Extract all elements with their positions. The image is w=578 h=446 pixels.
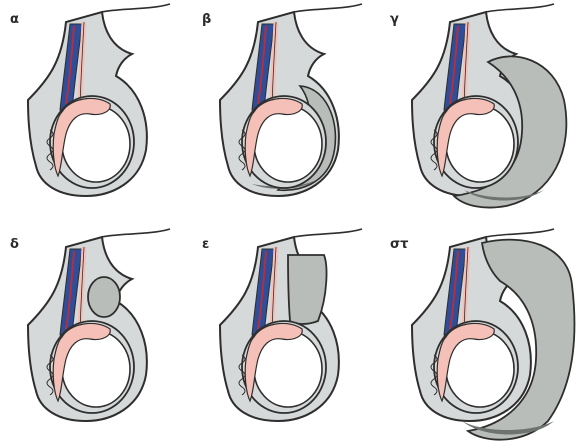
panel-delta: δ <box>0 225 192 446</box>
panel-label-stigma-tau: στ <box>390 237 408 252</box>
panel-gamma: γ <box>384 0 578 218</box>
illustration-svg <box>0 0 192 218</box>
panel-label-epsilon: ε <box>202 237 209 252</box>
illustration-svg <box>192 225 384 446</box>
funicular-fluid <box>288 255 326 324</box>
panel-label-alpha: α <box>10 12 19 27</box>
illustration-svg <box>384 225 578 446</box>
illustration-svg <box>192 0 384 218</box>
skin-fold-line <box>294 4 362 12</box>
skin-fold-line <box>486 229 554 237</box>
panel-epsilon: ε <box>192 225 384 446</box>
skin-fold-line <box>102 229 170 237</box>
panel-label-delta: δ <box>10 237 19 252</box>
cord-cyst <box>88 277 120 317</box>
illustration-svg <box>0 225 192 446</box>
panel-label-gamma: γ <box>390 12 399 27</box>
skin-fold-line <box>102 4 170 12</box>
skin-fold-line <box>294 229 362 237</box>
panel-alpha: α <box>0 0 192 218</box>
illustration-svg <box>384 0 578 218</box>
panel-stigma-tau: στ <box>384 225 578 446</box>
panel-beta: β <box>192 0 384 218</box>
skin-fold-line <box>486 4 554 12</box>
panel-label-beta: β <box>202 12 211 27</box>
